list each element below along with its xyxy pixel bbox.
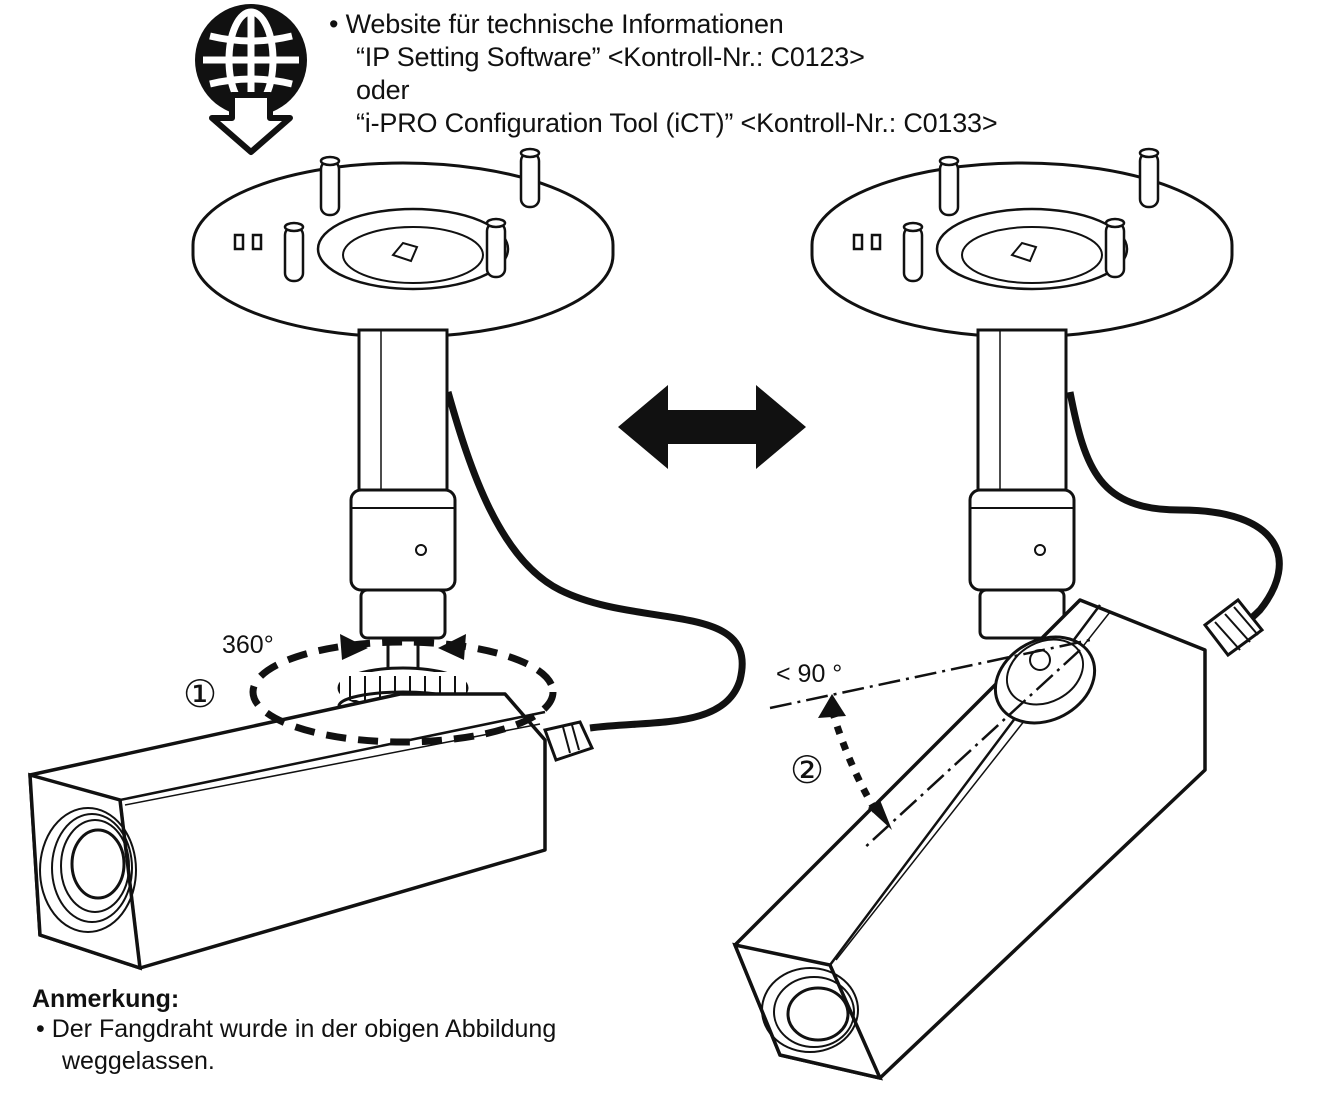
info-line-2: “IP Setting Software” <Kontroll-Nr.: C01… xyxy=(356,42,865,72)
double-arrow-icon xyxy=(618,385,806,469)
note-title: Anmerkung: xyxy=(32,985,180,1013)
rotation-label: 360° xyxy=(222,631,274,659)
left-camera-figure xyxy=(28,147,746,971)
note-line-2: weggelassen. xyxy=(62,1047,215,1075)
right-camera-figure xyxy=(732,147,1283,1081)
info-bullet: • xyxy=(329,9,339,39)
info-line-1: Website für technische Informationen xyxy=(345,9,784,39)
info-heading: • Website für technische Informationen xyxy=(329,8,784,41)
step-marker-1: ① xyxy=(183,674,218,716)
info-line-4: “i-PRO Configuration Tool (iCT)” <Kontro… xyxy=(356,108,998,138)
note-bullet: • xyxy=(36,1015,45,1043)
note-line-1: Der Fangdraht wurde in der obigen Abbild… xyxy=(51,1015,557,1043)
note-line-1-row: • Der Fangdraht wurde in der obigen Abbi… xyxy=(36,1014,556,1045)
info-line-3: oder xyxy=(356,75,410,105)
step-marker-2: ② xyxy=(790,750,825,792)
angle-label: < 90 ° xyxy=(776,660,843,688)
globe-download-icon xyxy=(195,4,307,155)
